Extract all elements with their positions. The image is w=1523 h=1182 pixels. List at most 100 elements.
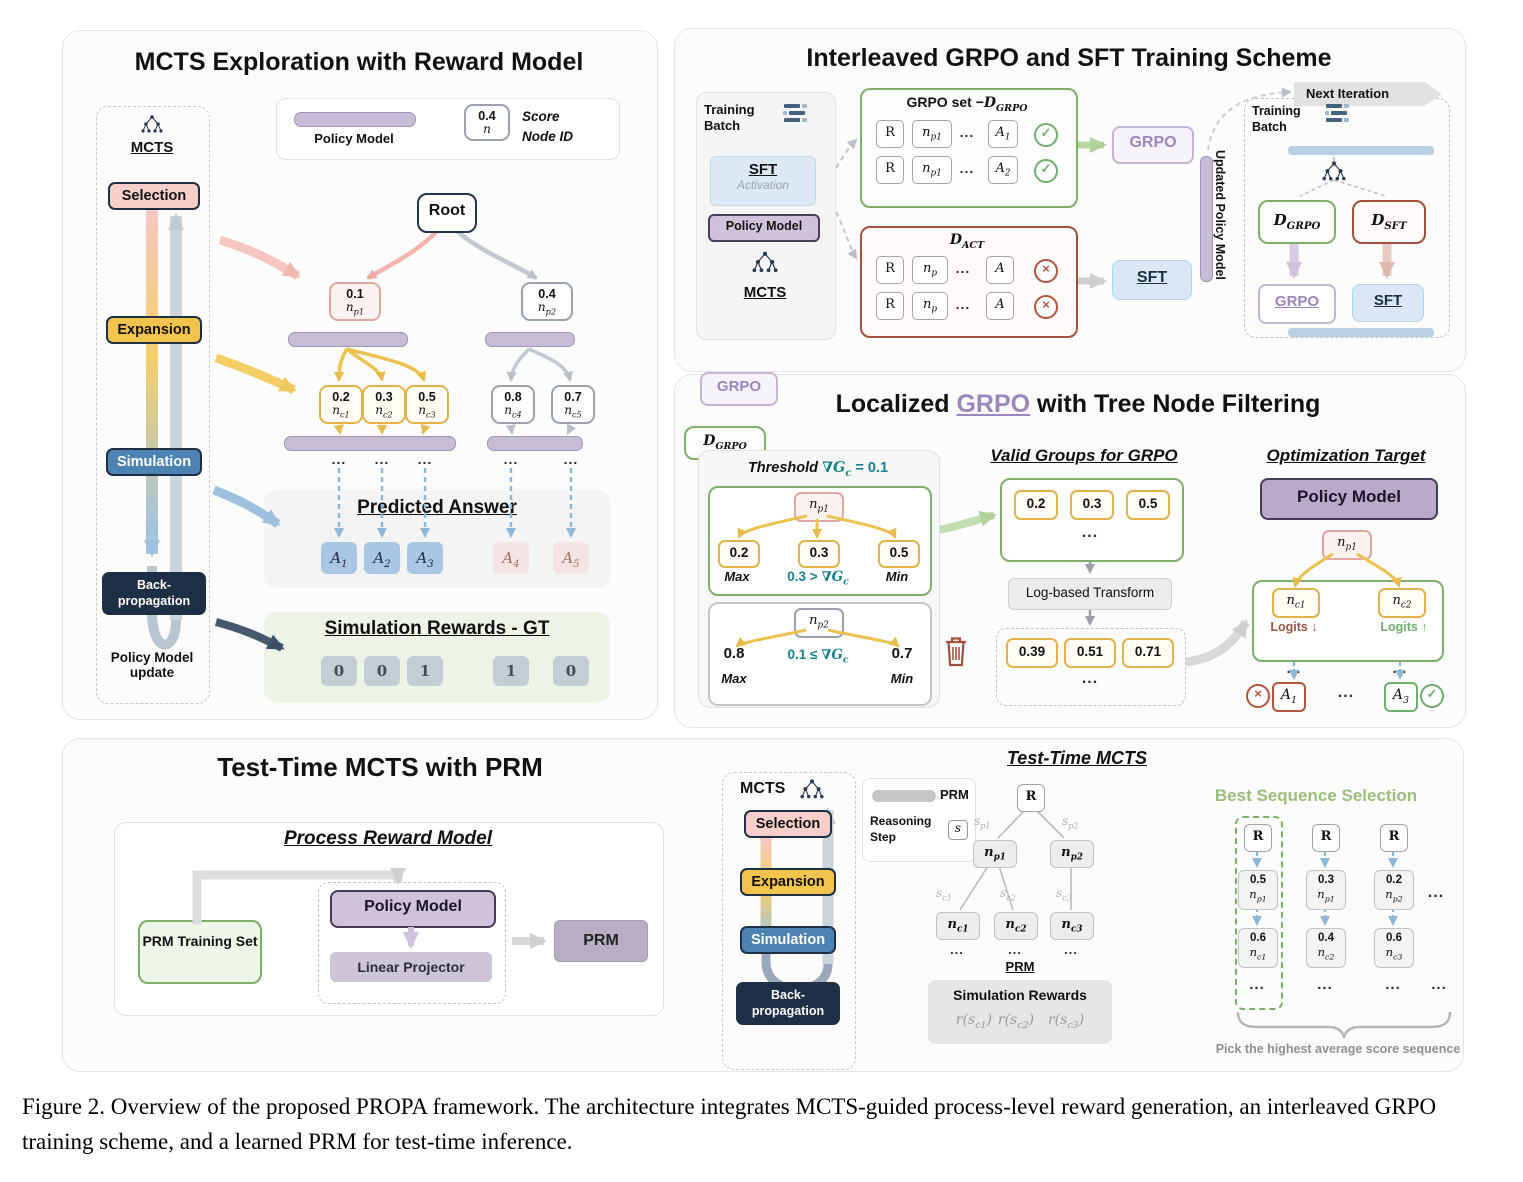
seq1-root: R	[1244, 824, 1272, 852]
ellipsis: ...	[959, 160, 975, 176]
policy-projector-box	[318, 882, 506, 1004]
ellipsis: ...	[1337, 684, 1355, 701]
prm-training-set-box: PRM Training Set	[138, 920, 262, 984]
max-label: Max	[721, 671, 747, 686]
threshold-label: Threshold ∇Gc = 0.1	[747, 459, 889, 479]
answer-a3-accepted: A3	[1384, 682, 1418, 712]
mcts-label: MCTS	[740, 780, 786, 797]
np1-cell: np1	[912, 120, 952, 148]
step-simulation: Simulation	[740, 926, 836, 954]
prm-pill: PRM	[554, 920, 648, 962]
policy-update-label: Policy Model update	[110, 650, 194, 680]
step-selection: Selection	[744, 810, 832, 838]
reasoning-step-node: s	[948, 820, 968, 840]
simulation-rewards-title: Simulation Rewards	[953, 987, 1087, 1003]
answer-a1-rejected: A1	[1272, 682, 1306, 712]
edge-label-sc1: sc1	[936, 886, 952, 903]
node-np2: np2	[1050, 840, 1094, 868]
answer-a4: A4	[493, 542, 529, 574]
process-reward-model-title: Process Reward Model	[283, 828, 493, 849]
node-np1: np1	[794, 492, 844, 522]
max-label: Max	[724, 569, 750, 584]
ellipsis: ...	[1431, 976, 1447, 993]
mcts-label: MCTS	[130, 139, 174, 156]
ellipsis: ...	[959, 124, 975, 140]
prm-legend-label: PRM	[940, 787, 969, 802]
simulation-rewards-title: Simulation Rewards - GT	[324, 618, 550, 639]
answer-a2: A2	[364, 542, 400, 574]
batch-icon	[783, 104, 807, 122]
legend-score-label: Score	[522, 109, 560, 124]
legend-policy-label: Policy Model	[314, 131, 394, 146]
policy-model-pill: Policy Model	[1260, 478, 1438, 520]
ellipsis: ...	[331, 451, 347, 467]
ellipsis: ...	[955, 296, 971, 312]
training-batch-label: Training Batch	[704, 102, 755, 134]
r-cell: R	[876, 120, 904, 148]
node-nc1: nc1	[936, 912, 980, 940]
best-sequence-title: Best Sequence Selection	[1214, 786, 1418, 805]
sft-button: SFT	[1352, 284, 1424, 322]
grpo-set-title: GRPO set −DGRPO	[906, 94, 1028, 114]
np1-cell: np1	[912, 156, 952, 184]
ellipsis: ...	[955, 260, 971, 276]
linear-projector-pill: Linear Projector	[330, 952, 492, 982]
r-cell: R	[876, 256, 904, 284]
answer-a3: A3	[407, 542, 443, 574]
group-02: 0.2	[1014, 490, 1058, 520]
cross-icon: ×	[1034, 295, 1058, 319]
best-sequence-highlight	[1235, 816, 1283, 1010]
step-backprop: Back-propagation	[736, 982, 840, 1026]
reward-value: 1	[407, 656, 443, 686]
logits-down-label: Logits ↓	[1270, 620, 1318, 634]
valid-groups-title: Valid Groups for GRPO	[990, 446, 1178, 465]
group-05: 0.5	[1126, 490, 1170, 520]
reward-value: 0	[364, 656, 400, 686]
dact-title: DACT	[949, 232, 985, 251]
mcts-tree-icon	[141, 115, 163, 133]
step-selection: Selection	[108, 182, 200, 210]
logits-up-label: Logits ↑	[1380, 620, 1428, 634]
score-03: 0.3	[798, 540, 840, 568]
grpo-button: GRPO	[1112, 126, 1194, 164]
a1-cell: A1	[988, 120, 1018, 148]
optimization-target-title: Optimization Target	[1266, 446, 1426, 465]
min-label: Min	[885, 569, 909, 584]
legend-nodeid-label: Node ID	[522, 129, 574, 144]
log-071: 0.71	[1122, 638, 1174, 668]
log-transform-button: Log-based Transform	[1008, 578, 1172, 610]
simulation-rewards-box	[928, 980, 1112, 1044]
answer-a1: A1	[321, 542, 357, 574]
ellipsis: ...	[1008, 942, 1022, 957]
updated-policy-bar	[1200, 156, 1213, 282]
ellipsis: ...	[1081, 670, 1099, 687]
threshold-check: 0.1 ≤ ∇Gc	[787, 647, 849, 666]
mcts-label: MCTS	[743, 284, 787, 301]
step-backprop: Back-propagation	[102, 572, 206, 616]
training-batch-label: Training Batch	[1252, 104, 1301, 134]
mcts-tree-icon	[800, 779, 824, 799]
seq3-root: R	[1380, 824, 1408, 852]
mcts-pipeline-box	[96, 106, 210, 704]
legend-box	[276, 98, 620, 160]
r-cell: R	[876, 292, 904, 320]
ellipsis: ...	[374, 451, 390, 467]
score-02: 0.2	[718, 540, 760, 568]
batch-icon	[1325, 104, 1349, 122]
p4-mcts-pipeline-box	[722, 772, 856, 1070]
log-039: 0.39	[1006, 638, 1058, 668]
threshold-check: 0.3 > ∇Gc	[787, 569, 849, 588]
trash-icon	[946, 637, 966, 667]
node-np1: np1	[973, 840, 1017, 868]
policy-bar-children-left	[284, 436, 456, 451]
tree-root: R	[1017, 784, 1045, 812]
policy-model-pill: Policy Model	[330, 890, 496, 928]
